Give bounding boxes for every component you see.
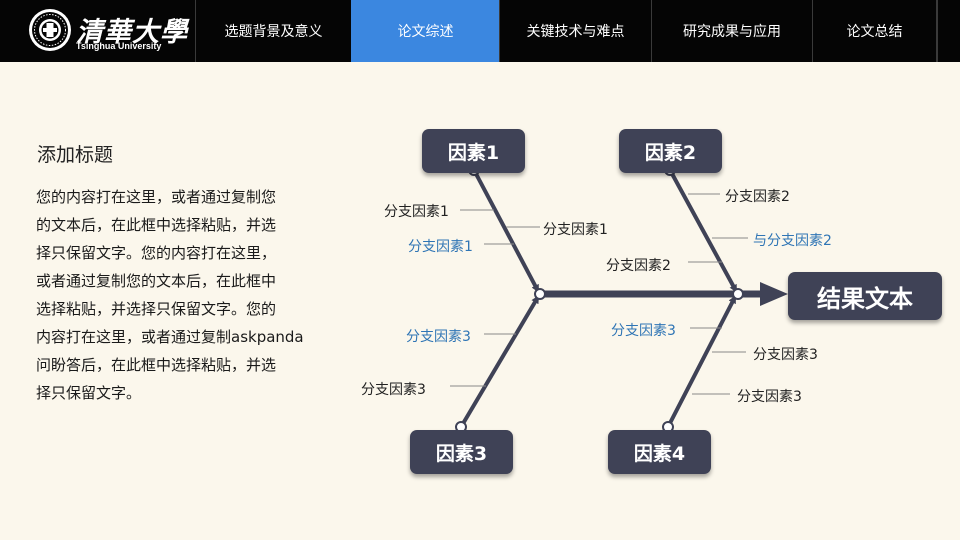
bone-factor4 (666, 295, 737, 428)
sub-factor-2c: 分支因素2 (606, 258, 671, 274)
sub-factor-3a: 分支因素3 (406, 329, 471, 345)
bone-factor1 (472, 169, 540, 293)
factor-box-1[interactable]: 因素1 (422, 129, 525, 173)
spine-arrowhead (760, 282, 788, 306)
result-box[interactable]: 结果文本 (788, 272, 942, 320)
factor-box-4[interactable]: 因素4 (608, 430, 711, 474)
logo-subtitle: Tsinghua University (76, 41, 162, 51)
bone-factor3 (459, 295, 540, 429)
sub-factor-4b: 分支因素3 (753, 347, 818, 363)
sub-factor-2b: 与分支因素2 (753, 233, 832, 249)
seal-icon (29, 9, 71, 51)
top-header: 清華大學 Tsinghua University 选题背景及意义 论文综述 关键… (0, 0, 960, 62)
nav-divider (936, 0, 938, 62)
sub-factor-1a: 分支因素1 (384, 204, 449, 220)
sub-factor-1c: 分支因素1 (408, 239, 473, 255)
sub-factor-1b: 分支因素1 (543, 222, 608, 238)
factor-box-2[interactable]: 因素2 (619, 129, 722, 173)
sub-factor-4c: 分支因素3 (737, 389, 802, 405)
nav-tab-summary[interactable]: 论文总结 (812, 0, 936, 62)
factor-box-3[interactable]: 因素3 (410, 430, 513, 474)
nav-tab-key-tech[interactable]: 关键技术与难点 (499, 0, 651, 62)
nav-tab-review[interactable]: 论文综述 (351, 0, 499, 62)
sub-factor-2a: 分支因素2 (725, 189, 790, 205)
bone-factor2 (668, 169, 738, 293)
top-nav: 选题背景及意义 论文综述 关键技术与难点 研究成果与应用 论文总结 (195, 0, 938, 62)
nav-tab-results[interactable]: 研究成果与应用 (651, 0, 812, 62)
sub-factor-4a: 分支因素3 (611, 323, 676, 339)
section-title: 添加标题 (37, 144, 114, 166)
node-junction-left (534, 288, 546, 300)
sub-factor-3b: 分支因素3 (361, 382, 426, 398)
logo-name: 清華大學 (76, 17, 188, 48)
node-junction-right (732, 288, 744, 300)
university-logo[interactable]: 清華大學 Tsinghua University (28, 8, 187, 54)
section-body-text: 您的内容打在这里，或者通过复制您 的文本后，在此框中选择粘贴，并选 择只保留文字… (36, 188, 304, 402)
nav-tab-background[interactable]: 选题背景及意义 (195, 0, 351, 62)
